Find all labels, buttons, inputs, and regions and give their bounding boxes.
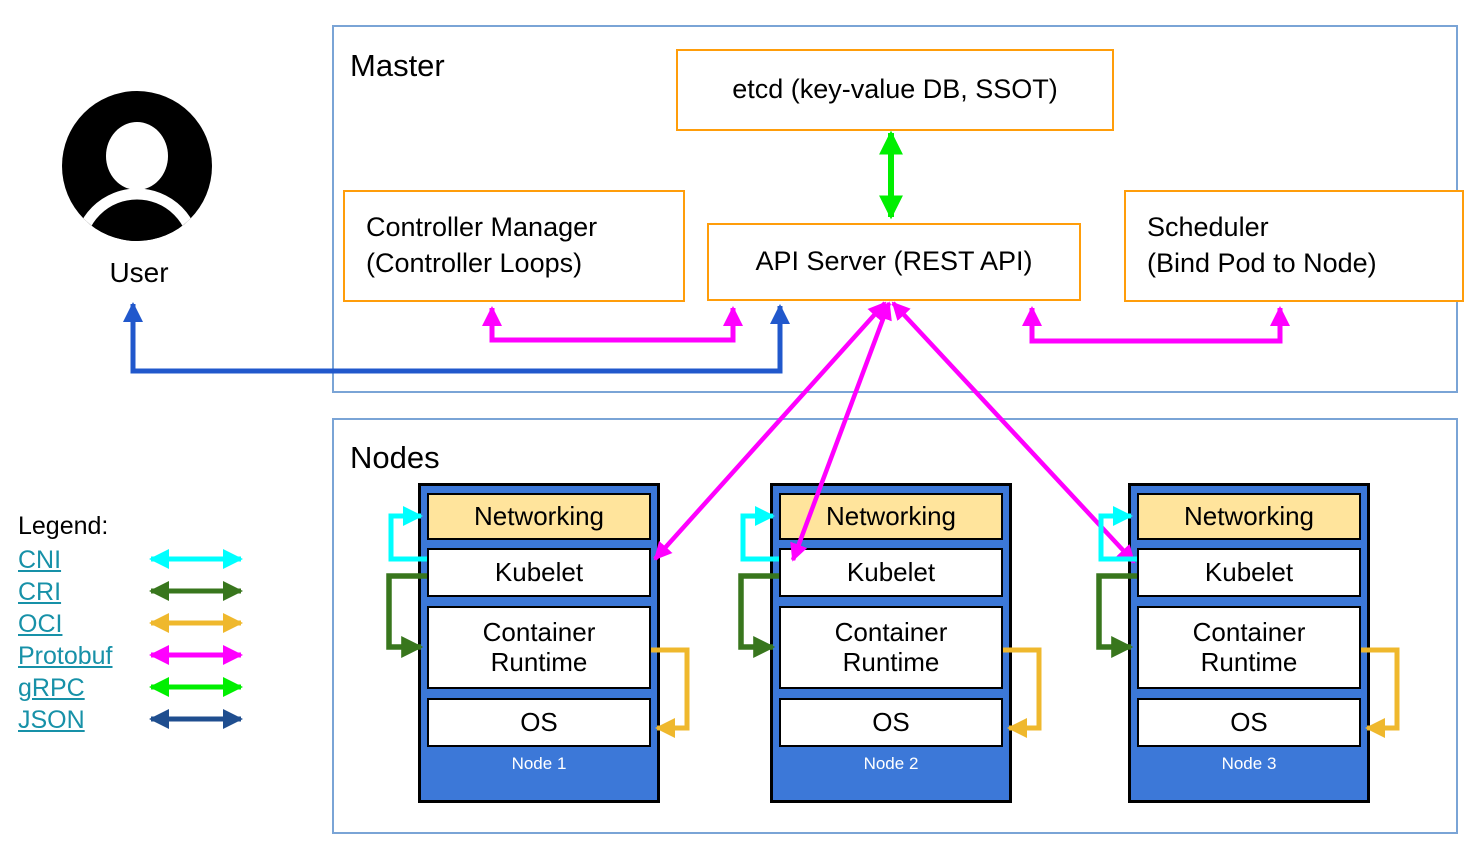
node-1-label: Node 1 <box>511 754 567 773</box>
node-3-networking-box: Networking <box>1137 493 1361 540</box>
node-3-os-box: OS <box>1137 698 1361 747</box>
node-1-kubelet-box: Kubelet <box>427 548 651 597</box>
node-3-container-runtime-box: Container Runtime <box>1137 606 1361 689</box>
node-2-kubelet-box: Kubelet <box>779 548 1003 597</box>
legend-link-cri[interactable]: CRI <box>18 578 62 606</box>
node-2-stack: Networking Kubelet Container Runtime OS … <box>770 483 1012 803</box>
node-2-container-runtime-box: Container Runtime <box>779 606 1003 689</box>
nodes-title: Nodes <box>350 440 440 475</box>
user-icon <box>62 91 212 241</box>
scheduler-box: Scheduler (Bind Pod to Node) <box>1124 190 1464 302</box>
master-title: Master <box>350 48 445 83</box>
node-2-os-box: OS <box>779 698 1003 747</box>
controller-manager-line2: (Controller Loops) <box>366 248 583 278</box>
etcd-box: etcd (key-value DB, SSOT) <box>676 49 1114 131</box>
legend-link-cni[interactable]: CNI <box>18 546 62 574</box>
scheduler-line2: (Bind Pod to Node) <box>1147 248 1377 278</box>
legend-link-grpc[interactable]: gRPC <box>18 674 85 702</box>
controller-manager-box: Controller Manager (Controller Loops) <box>343 190 685 302</box>
node-2-networking-box: Networking <box>779 493 1003 540</box>
node-1-os-box: OS <box>427 698 651 747</box>
node-3-kubelet-box: Kubelet <box>1137 548 1361 597</box>
legend-link-protobuf[interactable]: Protobuf <box>18 642 113 670</box>
etcd-label: etcd (key-value DB, SSOT) <box>732 74 1058 105</box>
node-1-stack: Networking Kubelet Container Runtime OS … <box>418 483 660 803</box>
api-server-box: API Server (REST API) <box>707 223 1081 301</box>
legend-link-json[interactable]: JSON <box>18 706 85 734</box>
user-label: User <box>109 257 169 288</box>
node-2-label: Node 2 <box>863 754 919 773</box>
legend-link-oci[interactable]: OCI <box>18 610 63 638</box>
controller-manager-line1: Controller Manager <box>366 212 598 243</box>
node-3-stack: Networking Kubelet Container Runtime OS … <box>1128 483 1370 803</box>
api-server-label: API Server (REST API) <box>755 246 1033 277</box>
legend-title: Legend: <box>18 512 109 540</box>
scheduler-line1: Scheduler <box>1147 212 1269 243</box>
node-3-label: Node 3 <box>1221 754 1277 773</box>
node-1-container-runtime-box: Container Runtime <box>427 606 651 689</box>
node-1-networking-box: Networking <box>427 493 651 540</box>
